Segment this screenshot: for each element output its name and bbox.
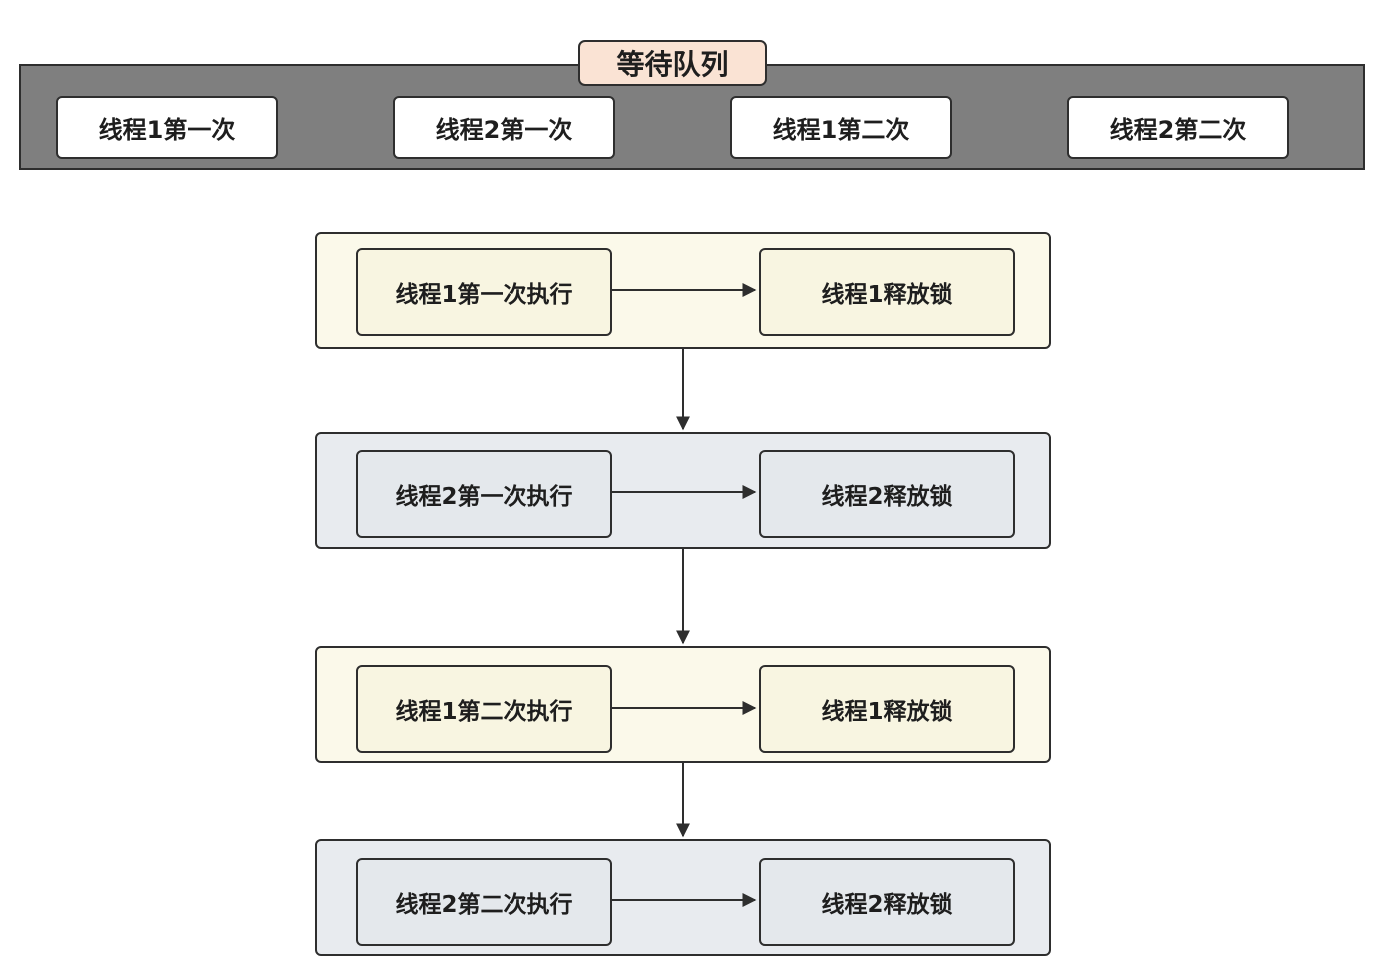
queue-item-thread1-first: 线程1第一次 (56, 96, 278, 159)
stage-thread1-first: 线程1第一次执行 线程1释放锁 (315, 232, 1051, 349)
queue-item-thread1-second: 线程1第二次 (730, 96, 952, 159)
release-lock-node: 线程2释放锁 (759, 858, 1015, 946)
exec-node: 线程1第一次执行 (356, 248, 612, 336)
stage-thread1-second: 线程1第二次执行 线程1释放锁 (315, 646, 1051, 763)
stage-thread2-second: 线程2第二次执行 线程2释放锁 (315, 839, 1051, 956)
exec-node: 线程2第一次执行 (356, 450, 612, 538)
queue-item-thread2-first: 线程2第一次 (393, 96, 615, 159)
waiting-queue-title: 等待队列 (578, 40, 767, 86)
stage-thread2-first: 线程2第一次执行 线程2释放锁 (315, 432, 1051, 549)
release-lock-node: 线程1释放锁 (759, 248, 1015, 336)
queue-item-thread2-second: 线程2第二次 (1067, 96, 1289, 159)
exec-node: 线程1第二次执行 (356, 665, 612, 753)
exec-node: 线程2第二次执行 (356, 858, 612, 946)
release-lock-node: 线程1释放锁 (759, 665, 1015, 753)
release-lock-node: 线程2释放锁 (759, 450, 1015, 538)
